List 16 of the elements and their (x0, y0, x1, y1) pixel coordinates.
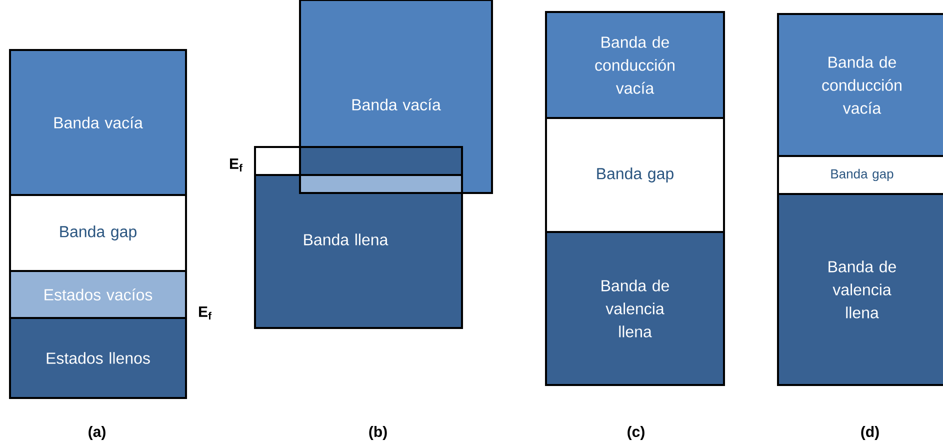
panel-label: (a) (88, 426, 106, 440)
panel-label: (c) (628, 426, 644, 440)
gap-box: Banda gap (545, 117, 725, 233)
ef-label: E$_{f}$ (230, 158, 243, 172)
panel-label: (d) (861, 426, 879, 440)
ef-label: E$_{f}$ (199, 306, 212, 320)
gap-box: Banda gap (9, 194, 187, 272)
band-box: Banda de conducción vacía (777, 13, 943, 157)
band-box: Estados vacíos (9, 270, 187, 319)
band-box: Banda de valencia llena (545, 231, 725, 386)
gap-box: Banda gap (777, 155, 943, 195)
band-box: Banda de conducción vacía (545, 11, 725, 119)
band-box: Estados llenos (9, 317, 187, 399)
panel-label: (b) (369, 426, 387, 440)
band-box: Banda de valencia llena (777, 193, 943, 386)
band-box: Banda vacía (9, 49, 187, 196)
